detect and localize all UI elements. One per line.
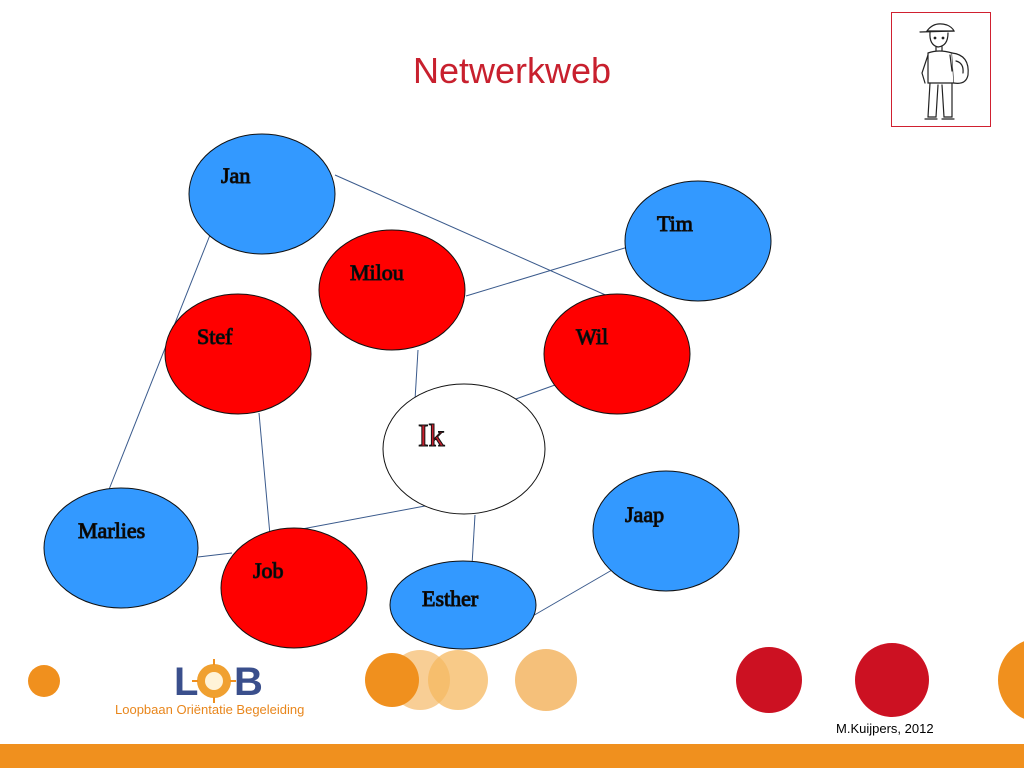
node-label-marlies: Marlies — [78, 518, 145, 543]
node-wil: Wil — [543, 293, 691, 415]
deco-circle-4 — [365, 653, 419, 707]
edge-wil-ik — [512, 384, 556, 401]
slide-title: Netwerkweb — [412, 50, 612, 91]
edge-stef-job — [258, 412, 271, 536]
node-tim: Tim — [624, 180, 772, 302]
node-label-wil: Wil — [576, 324, 608, 349]
node-label-tim: Tim — [657, 211, 693, 236]
node-label-job: Job — [253, 558, 284, 583]
lob-tagline: Loopbaan Oriëntatie Begeleiding — [115, 702, 305, 717]
node-label-jan: Jan — [221, 163, 250, 188]
node-label-milou: Milou — [350, 260, 404, 285]
node-label-jaap: Jaap — [625, 502, 664, 527]
deco-circle-7 — [855, 643, 929, 717]
edge-milou-tim — [465, 246, 629, 297]
node-esther: Esther — [389, 560, 537, 650]
node-marlies: Marlies — [43, 487, 199, 609]
author-credit: M.Kuijpers, 2012 — [836, 721, 934, 736]
deco-circle-5 — [515, 649, 577, 711]
node-label-ik: Ik — [418, 417, 445, 453]
node-jaap: Jaap — [592, 470, 740, 592]
node-milou: Milou — [318, 229, 466, 351]
deco-circle-1 — [28, 665, 60, 697]
footer-bar — [0, 744, 1024, 768]
boy-illustration — [891, 12, 991, 127]
edge-jan-marlies — [107, 234, 211, 493]
node-ik-center: Ik — [382, 383, 546, 515]
node-jan: Jan — [188, 133, 336, 255]
lob-logo: L B — [174, 659, 263, 704]
node-job: Job — [220, 527, 368, 649]
edge-ik-esther — [471, 514, 476, 566]
node-label-stef: Stef — [197, 324, 233, 349]
node-label-esther: Esther — [422, 586, 479, 611]
deco-circle-3 — [428, 650, 488, 710]
svg-text:B: B — [234, 660, 263, 704]
edge-jan-wil — [334, 174, 611, 298]
node-stef: Stef — [164, 293, 312, 415]
edge-marlies-job — [197, 552, 233, 558]
deco-circle-8 — [998, 641, 1024, 719]
boy-with-backpack-icon — [919, 23, 969, 120]
edge-milou-ik — [414, 349, 419, 401]
deco-circle-6 — [736, 647, 802, 713]
